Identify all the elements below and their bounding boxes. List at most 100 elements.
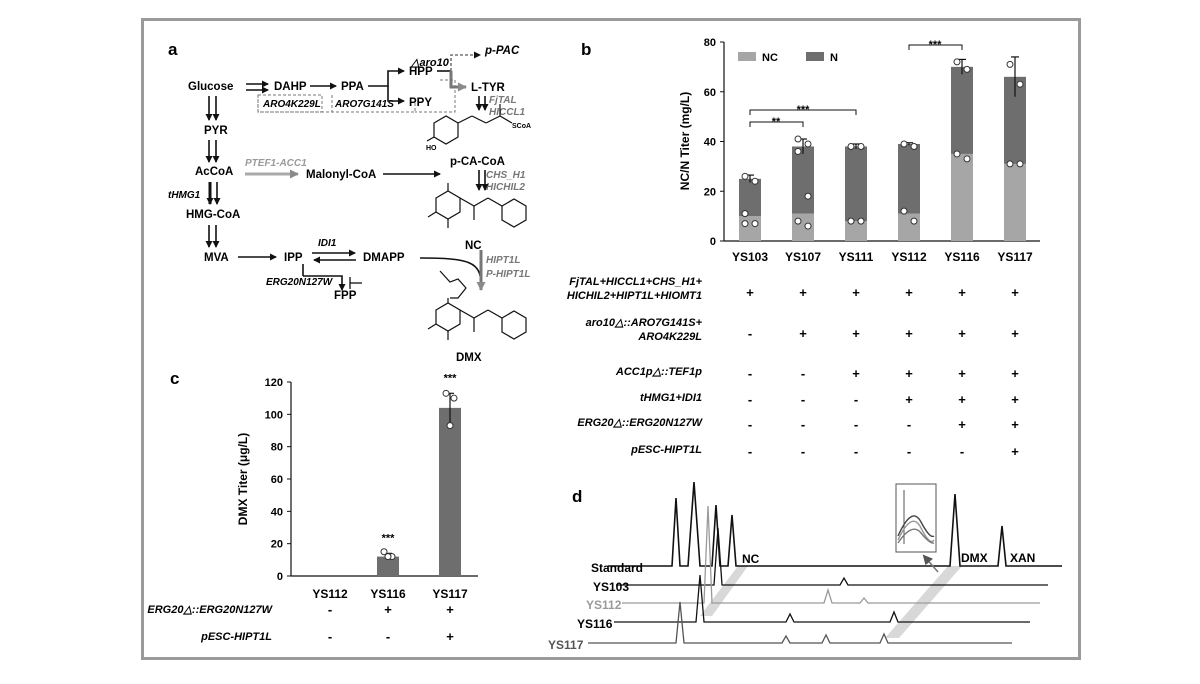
bar-n bbox=[951, 66, 973, 154]
nc-highlight-band bbox=[700, 566, 748, 616]
node-ppy: PPY bbox=[409, 97, 432, 109]
genotype-sign: + bbox=[1011, 366, 1019, 381]
gene-aro7: ARO7G141S bbox=[334, 99, 394, 110]
genotype-table-b: FjTAL+HICCL1+CHS_H1+HICHIL2+HIPT1L+HIOMT… bbox=[567, 276, 1019, 459]
sig-star: *** bbox=[797, 104, 811, 116]
trace-ys112 bbox=[622, 505, 1040, 604]
sig-star: *** bbox=[382, 532, 396, 544]
genotype-sign: + bbox=[958, 392, 966, 407]
chart-c-y-tick-label: 20 bbox=[271, 539, 283, 551]
genotype-row-label: HICHIL2+HIPT1L+HIOMT1 bbox=[567, 290, 702, 302]
genotype-sign: - bbox=[328, 602, 332, 617]
data-point bbox=[1006, 160, 1014, 168]
chart-c-y-tick-label: 40 bbox=[271, 506, 283, 518]
data-point bbox=[963, 155, 971, 163]
genotype-sign: + bbox=[1011, 417, 1019, 432]
genotype-sign: - bbox=[748, 444, 752, 459]
chart-c-y-label: DMX Titer (μg/L) bbox=[236, 433, 250, 525]
gene-hichil2: HICHIL2 bbox=[486, 182, 525, 193]
genotype-sign: + bbox=[852, 366, 860, 381]
bar-dmx bbox=[439, 407, 461, 576]
genotype-sign: - bbox=[748, 366, 752, 381]
trace-ys117 bbox=[588, 601, 1012, 644]
dmx-highlight-band bbox=[885, 566, 962, 638]
chart-b-y-tick-label: 0 bbox=[710, 236, 716, 248]
data-point bbox=[953, 150, 961, 158]
chart-b-category-label: YS111 bbox=[839, 250, 874, 264]
genotype-sign: - bbox=[328, 629, 332, 644]
trace-label-ys103: YS103 bbox=[593, 580, 629, 594]
genotype-sign: + bbox=[852, 285, 860, 300]
chart-c-y-tick-label: 60 bbox=[271, 474, 283, 486]
pathway-diagram: a Glucose DAHP PPA HPP PPY p-PAC L-TYR P… bbox=[168, 40, 531, 364]
genotype-row-label: aro10△::ARO7G141S+ bbox=[586, 317, 703, 329]
chart-b-category-label: YS117 bbox=[997, 250, 1033, 264]
chart-b-y-tick-label: 40 bbox=[704, 137, 716, 149]
pathway-arrows bbox=[205, 51, 489, 291]
trace-ys103 bbox=[616, 527, 1048, 586]
node-hmgcoa: HMG-CoA bbox=[186, 209, 240, 221]
node-nc: NC bbox=[465, 240, 482, 252]
trace-label-ys117: YS117 bbox=[548, 638, 584, 652]
genotype-sign: + bbox=[799, 326, 807, 341]
trace-label-standard: Standard bbox=[591, 561, 643, 575]
bar-n bbox=[898, 143, 920, 214]
sig-star: *** bbox=[444, 372, 458, 384]
data-point bbox=[910, 142, 918, 150]
data-point bbox=[741, 210, 749, 218]
legend-swatch-nc bbox=[738, 52, 756, 61]
structure-ho-label: HO bbox=[426, 145, 437, 152]
data-point bbox=[794, 217, 802, 225]
genotype-sign: + bbox=[905, 366, 913, 381]
genotype-table-c: ERG20△::ERG20N127W-++pESC-HIPT1L--+ bbox=[147, 602, 454, 644]
genotype-row-label: ARO4K229L bbox=[637, 331, 702, 343]
gene-phipt1l: P-HIPT1L bbox=[486, 269, 530, 280]
structure-nc bbox=[427, 183, 527, 228]
bar-n bbox=[1004, 76, 1026, 164]
gene-hiccl1: HICCL1 bbox=[489, 107, 526, 118]
trace-ys116 bbox=[614, 574, 1030, 623]
data-point bbox=[910, 217, 918, 225]
trace-label-ys112: YS112 bbox=[586, 598, 622, 612]
figure-frame bbox=[141, 18, 1081, 660]
data-point bbox=[804, 222, 812, 230]
chart-c-category-label: YS117 bbox=[432, 587, 468, 601]
genotype-sign: - bbox=[801, 417, 805, 432]
chart-c-category-label: YS112 bbox=[312, 587, 348, 601]
chart-b-y-label: NC/N Titer (mg/L) bbox=[678, 92, 692, 190]
data-point bbox=[857, 217, 865, 225]
node-dmapp: DMAPP bbox=[363, 252, 405, 264]
data-point bbox=[900, 140, 908, 148]
bar-n bbox=[739, 178, 761, 217]
gene-idi1: IDI1 bbox=[318, 238, 337, 249]
trace-standard bbox=[608, 481, 1062, 567]
chart-c-category-label: YS116 bbox=[370, 587, 406, 601]
genotype-sign: - bbox=[748, 392, 752, 407]
genotype-sign: + bbox=[446, 629, 454, 644]
legend-label-n: N bbox=[830, 52, 838, 64]
gene-aro10: △aro10 bbox=[410, 57, 450, 69]
panel-a-label: a bbox=[168, 40, 178, 59]
data-point bbox=[963, 65, 971, 73]
data-point bbox=[751, 177, 759, 185]
genotype-row-label: ACC1p△::TEF1p bbox=[615, 366, 702, 378]
genotype-sign: + bbox=[852, 326, 860, 341]
chart-b-category-label: YS103 bbox=[732, 250, 768, 264]
genotype-sign: + bbox=[905, 392, 913, 407]
structure-pcacoa bbox=[426, 104, 513, 145]
data-point bbox=[847, 217, 855, 225]
gene-fjtal: FjTAL bbox=[489, 95, 517, 106]
data-point bbox=[450, 394, 458, 402]
data-point bbox=[446, 422, 454, 430]
bar-nc bbox=[1004, 163, 1026, 241]
data-point bbox=[900, 207, 908, 215]
structure-dmx bbox=[427, 270, 527, 340]
chart-c-y-tick-label: 100 bbox=[265, 409, 283, 421]
gene-aro4: ARO4K229L bbox=[262, 99, 321, 110]
chart-b-y-tick-label: 60 bbox=[704, 87, 716, 99]
genotype-sign: + bbox=[958, 326, 966, 341]
zoom-inset bbox=[895, 483, 939, 573]
chart-b-y-tick-label: 80 bbox=[704, 37, 716, 49]
